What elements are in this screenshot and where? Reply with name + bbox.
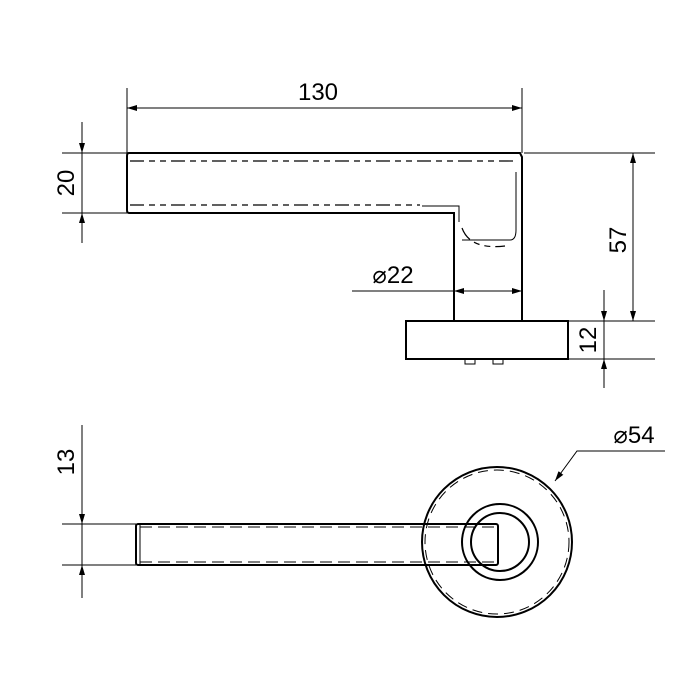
hidden-curve <box>462 172 517 241</box>
rose-side <box>405 320 569 360</box>
neck-circle <box>470 512 530 572</box>
dimension-handle-height-label: 20 <box>53 170 80 197</box>
lever-top <box>135 523 499 566</box>
rose-diameter-leader <box>554 450 665 482</box>
pin <box>464 358 476 365</box>
rose-outer-circle <box>421 466 573 618</box>
dimension-neck-diameter-label: ⌀22 <box>372 262 413 289</box>
dimension-handle-width-label: 13 <box>53 449 80 476</box>
pin <box>492 358 504 365</box>
dimension-length-label: 130 <box>298 79 338 106</box>
rose-ring <box>461 503 539 581</box>
rose-inner-edge <box>424 469 570 615</box>
dimension-rose-height-label: 12 <box>575 327 602 354</box>
top-view: 13 ⌀54 <box>53 422 665 618</box>
hidden-edge <box>422 205 460 222</box>
lever-outline <box>126 152 523 322</box>
dimension-total-height-label: 57 <box>605 227 632 254</box>
side-view: 130 20 57 ⌀22 12 <box>53 79 655 388</box>
dimension-rose-diameter-label: ⌀54 <box>613 422 654 449</box>
hidden-curve-2 <box>461 227 506 248</box>
